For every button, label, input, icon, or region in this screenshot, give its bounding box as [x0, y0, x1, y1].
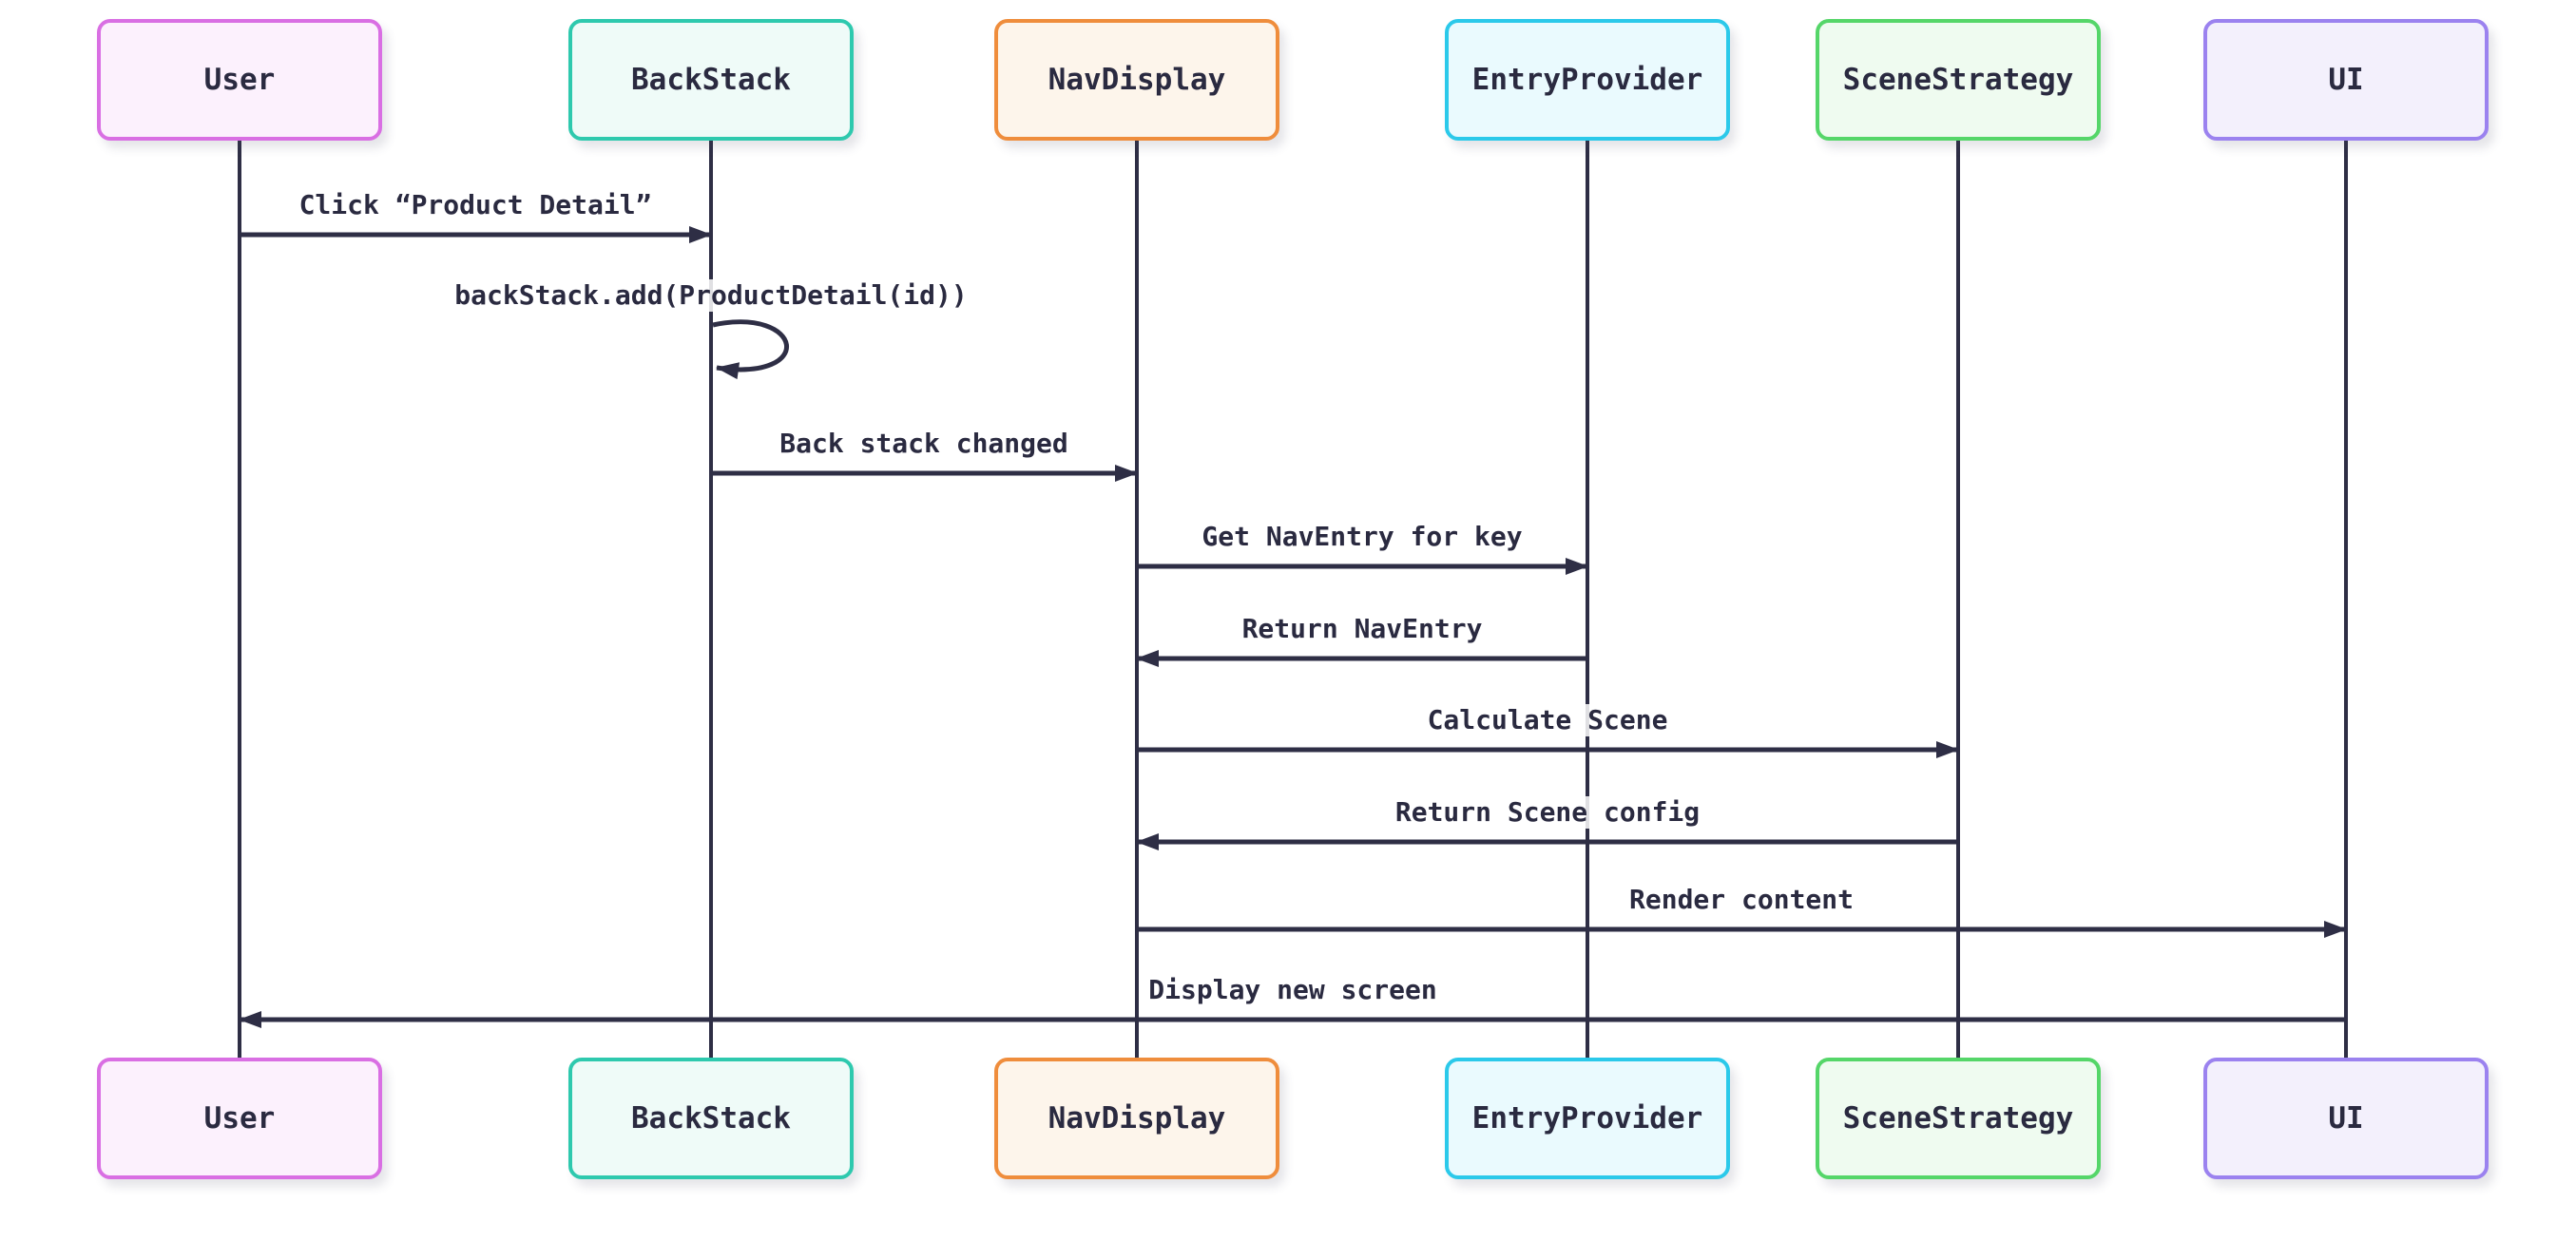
actor-box-ui-bottom: UI [2203, 1058, 2489, 1179]
lifeline-user [238, 140, 241, 1060]
message-label-8: Display new screen [1143, 974, 1443, 1006]
actor-box-user-bottom: User [97, 1058, 382, 1179]
actor-label: BackStack [631, 63, 791, 97]
actor-box-entryprovider-top: EntryProvider [1445, 19, 1730, 141]
message-label-2: Back stack changed [774, 428, 1074, 460]
actor-label: EntryProvider [1471, 63, 1703, 97]
actor-label: SceneStrategy [1842, 1101, 2074, 1136]
actor-box-backstack-bottom: BackStack [568, 1058, 854, 1179]
message-label-1: backStack.add(ProductDetail(id)) [449, 279, 973, 312]
message-label-0: Click “Product Detail” [293, 189, 658, 221]
actor-box-scenestrategy-bottom: SceneStrategy [1816, 1058, 2101, 1179]
actor-label: BackStack [631, 1101, 791, 1136]
actor-label: UI [2328, 1101, 2364, 1136]
lifeline-scenestrategy [1956, 140, 1960, 1060]
message-label-4: Return NavEntry [1236, 613, 1489, 645]
lifeline-backstack [709, 140, 713, 1060]
actor-label: SceneStrategy [1842, 63, 2074, 97]
message-label-5: Calculate Scene [1421, 704, 1674, 736]
actor-label: User [203, 1101, 276, 1136]
actor-box-scenestrategy-top: SceneStrategy [1816, 19, 2101, 141]
lifeline-entryprovider [1586, 140, 1589, 1060]
message-label-7: Render content [1623, 884, 1860, 916]
actor-box-ui-top: UI [2203, 19, 2489, 141]
actor-label: User [203, 63, 276, 97]
actor-box-navdisplay-top: NavDisplay [994, 19, 1279, 141]
lifeline-ui [2344, 140, 2348, 1060]
actor-label: NavDisplay [1048, 63, 1226, 97]
message-self-loop-1 [712, 319, 790, 380]
message-label-3: Get NavEntry for key [1196, 521, 1528, 553]
message-label-6: Return Scene config [1389, 796, 1706, 829]
actor-box-entryprovider-bottom: EntryProvider [1445, 1058, 1730, 1179]
lifeline-navdisplay [1135, 140, 1139, 1060]
actor-box-navdisplay-bottom: NavDisplay [994, 1058, 1279, 1179]
actor-label: UI [2328, 63, 2364, 97]
actor-box-backstack-top: BackStack [568, 19, 854, 141]
actor-label: NavDisplay [1048, 1101, 1226, 1136]
actor-label: EntryProvider [1471, 1101, 1703, 1136]
actor-box-user-top: User [97, 19, 382, 141]
